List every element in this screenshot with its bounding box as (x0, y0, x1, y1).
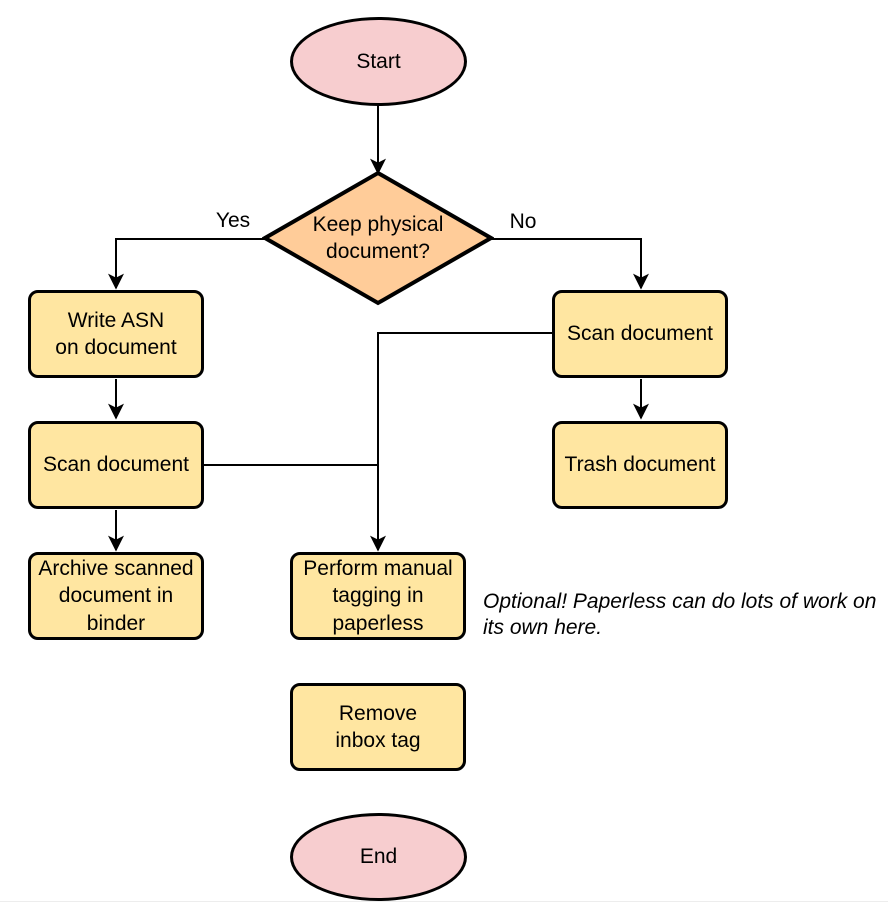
edge-label-yes: Yes (215, 209, 251, 232)
node-trash-document-label: Trash document (564, 453, 716, 477)
edge-decision-yes-to-write-asn (108, 238, 266, 290)
node-remove-inbox-tag-label: Remove inbox tag (335, 701, 421, 752)
node-start-label: Start (356, 49, 401, 73)
node-start: Start (290, 17, 467, 106)
note-optional: Optional! Paperless can do lots of work … (483, 590, 877, 639)
node-archive-scanned: Archive scanned document in binder (28, 552, 204, 640)
node-decision-keep-physical: Keep physical document? (262, 170, 494, 306)
node-archive-scanned-label: Archive scanned document in binder (38, 557, 194, 635)
node-scan-document-left: Scan document (28, 421, 204, 509)
edge-scan-right-to-tagging (370, 332, 552, 552)
node-scan-document-right: Scan document (552, 290, 728, 378)
edge-decision-no-to-scan-right (490, 238, 649, 290)
node-write-asn-label: Write ASN on document (55, 308, 177, 359)
diamond-shape (262, 170, 494, 306)
node-write-asn: Write ASN on document (28, 290, 204, 378)
page-bottom-rule (0, 901, 888, 902)
node-scan-document-right-label: Scan document (567, 322, 713, 346)
node-end-label: End (359, 845, 398, 869)
node-end: End (290, 813, 467, 901)
node-remove-inbox-tag: Remove inbox tag (290, 683, 466, 771)
edge-label-no: No (509, 210, 537, 233)
node-manual-tagging: Perform manual tagging in paperless (290, 552, 466, 640)
node-manual-tagging-label: Perform manual tagging in paperless (303, 557, 453, 635)
node-decision-label: Keep physical document? (312, 212, 444, 263)
node-trash-document: Trash document (552, 421, 728, 509)
node-scan-document-left-label: Scan document (43, 453, 189, 477)
